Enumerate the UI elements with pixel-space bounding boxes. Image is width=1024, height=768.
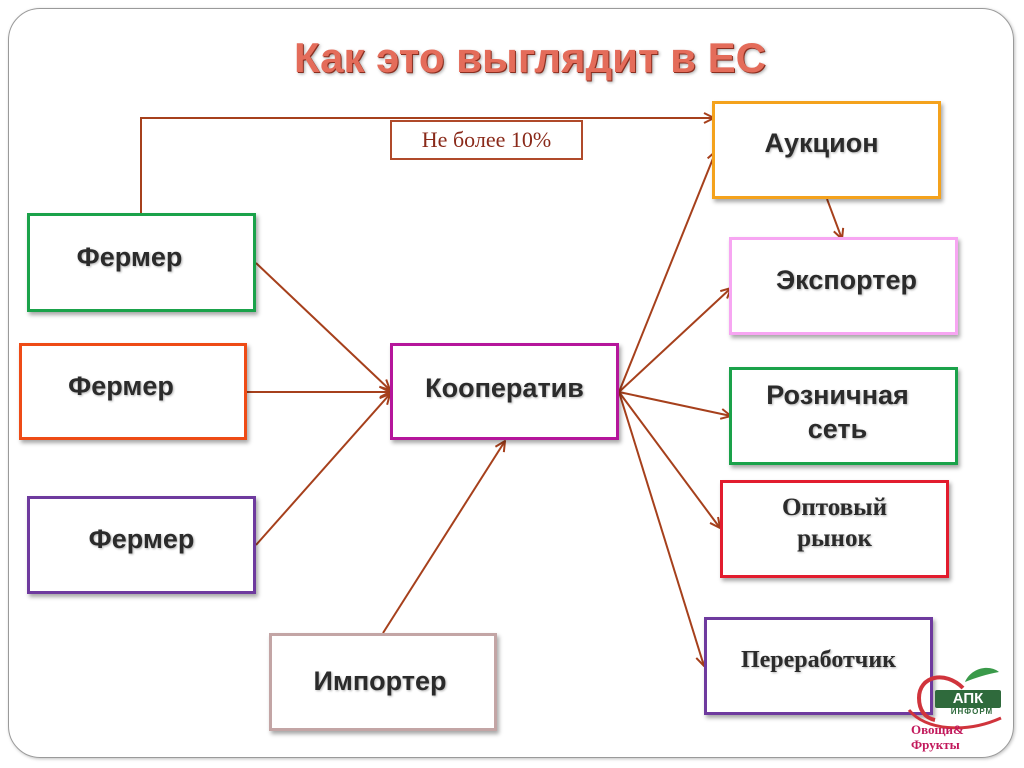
slide-frame [8, 8, 1014, 758]
arrow-cooperative-to-processor [618, 391, 704, 666]
node-label: Аукцион [764, 128, 879, 159]
node-label: Кооператив [425, 372, 584, 403]
node-label: Фермер [68, 370, 174, 401]
arrow-cooperative-to-retail [618, 391, 731, 416]
node-auction: Аукцион [712, 101, 941, 199]
node-wholesale: Оптовый рынок [720, 480, 949, 578]
node-processor: Переработчик [704, 617, 933, 715]
arrow-farmer1-to-auction [140, 118, 714, 213]
node-label: Экспортер [775, 265, 918, 296]
node-label: Фермер [76, 241, 183, 272]
node-retail: Розничная сеть [729, 367, 958, 465]
node-label: Фермер [88, 524, 195, 555]
apk-logo: АПК ИНФОРМ Овощи& Фрукты [905, 660, 1010, 755]
arrow-farmer1-to-cooperative [255, 262, 390, 390]
node-farmer-2: Фермер [19, 343, 247, 440]
arrow-importer-to-cooperative [382, 441, 505, 634]
node-label: Оптовый рынок [781, 493, 888, 552]
node-label: Импортер [313, 666, 447, 697]
arrow-auction-to-exporter [826, 198, 842, 239]
node-farmer-3: Фермер [27, 496, 256, 594]
node-importer: Импортер [269, 633, 497, 731]
node-exporter: Экспортер [729, 237, 958, 335]
arrow-farmer3-to-cooperative [255, 394, 390, 546]
node-label: Переработчик [740, 647, 896, 673]
logo-line-2: Фрукты [911, 737, 960, 752]
apple-leaf-icon [907, 667, 1002, 730]
arrow-cooperative-to-auction [618, 151, 716, 393]
logo-line-1: Овощи& [911, 722, 964, 737]
node-cooperative: Кооператив [390, 343, 619, 440]
arrow-cooperative-to-exporter [618, 288, 731, 393]
page-title: Как это выглядит в ЕС [293, 34, 767, 81]
node-farmer-1: Фермер [27, 213, 256, 312]
limit-label: Не более 10% [390, 120, 583, 160]
logo-subtitle: ИНФОРМ [950, 707, 994, 716]
node-label: Розничная сеть [766, 380, 909, 444]
logo-badge: АПК [935, 690, 1001, 708]
arrow-cooperative-to-wholesale [618, 391, 720, 528]
